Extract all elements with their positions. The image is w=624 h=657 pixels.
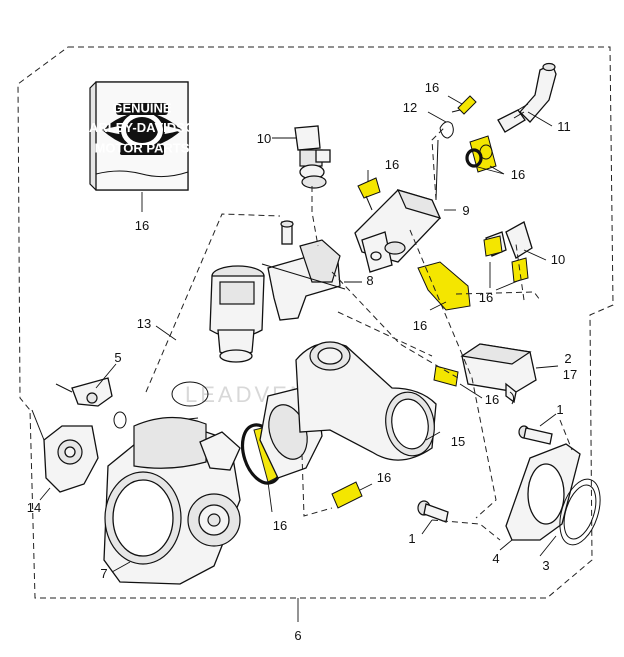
flange-4: [505, 443, 581, 541]
callout-16-e: 16: [413, 318, 427, 333]
logo-brand-top: GENUINE: [112, 101, 172, 116]
callout-16-f: 16: [485, 392, 499, 407]
callout-1-right: 1: [556, 402, 563, 417]
hose-11: [497, 62, 557, 133]
callout-8: 8: [366, 273, 373, 288]
callout-5: 5: [114, 350, 121, 365]
tps-sensor-14: [31, 409, 99, 493]
callout-9: 9: [462, 203, 469, 218]
bracket-8: [261, 220, 346, 321]
callout-15: 15: [451, 434, 465, 449]
callout-10-top: 10: [257, 131, 271, 146]
callout-2: 2: [564, 351, 571, 366]
callout-13: 13: [137, 316, 151, 331]
genuine-motor-parts-logo: GENUINE MOTOR PARTS HARLEY-DAVIDSON: [80, 101, 205, 156]
throttle-body-7: [103, 416, 241, 585]
callout-16-box: 16: [135, 218, 149, 233]
logo-brand-bottom: MOTOR PARTS: [95, 141, 190, 156]
callout-11: 11: [557, 119, 571, 134]
intake-manifold-15: [259, 341, 437, 479]
bracket-5: [55, 377, 127, 429]
leader-lines: [39, 95, 559, 622]
bolt-1-left: [417, 500, 449, 523]
sensor-10-top: [294, 125, 331, 189]
callout-14: 14: [27, 500, 41, 515]
idle-air-valve-13: [171, 265, 265, 407]
bolt-1-right: [518, 425, 553, 445]
highlight-screw-map: [433, 365, 459, 387]
o-ring-3: [559, 478, 601, 546]
callout-4: 4: [492, 551, 499, 566]
callout-16-a: 16: [425, 80, 439, 95]
callouts: 6 16 10 16 12 11 16 16 9 10 16 8 16 13 5…: [27, 80, 577, 643]
callout-12: 12: [403, 100, 417, 115]
connection-lines: [145, 125, 573, 541]
valve-block-9: [354, 189, 442, 273]
callout-17: 17: [563, 367, 577, 382]
callout-3: 3: [542, 558, 549, 573]
callout-7: 7: [100, 566, 107, 581]
clip-12: [435, 121, 454, 201]
highlight-washer-pair: [465, 135, 497, 173]
callout-16-g: 16: [377, 470, 391, 485]
logo-badge: HARLEY-DAVIDSON: [80, 120, 205, 135]
genuine-parts-box: GENUINE MOTOR PARTS HARLEY-DAVIDSON: [80, 81, 205, 191]
assembly-boundary: [17, 46, 614, 599]
highlight-screw-9: [357, 177, 381, 211]
highlight-gasket-9: [417, 261, 471, 311]
callout-6: 6: [294, 628, 301, 643]
callout-16-h: 16: [273, 518, 287, 533]
highlight-screw-bottom: [331, 481, 363, 509]
highlight-screw-top: [451, 95, 477, 115]
callout-1-left: 1: [408, 531, 415, 546]
callout-16-d: 16: [479, 290, 493, 305]
map-sensor-2: [460, 343, 537, 405]
callout-16-c: 16: [385, 157, 399, 172]
callout-16-b: 16: [511, 167, 525, 182]
callout-10-right: 10: [551, 252, 565, 267]
